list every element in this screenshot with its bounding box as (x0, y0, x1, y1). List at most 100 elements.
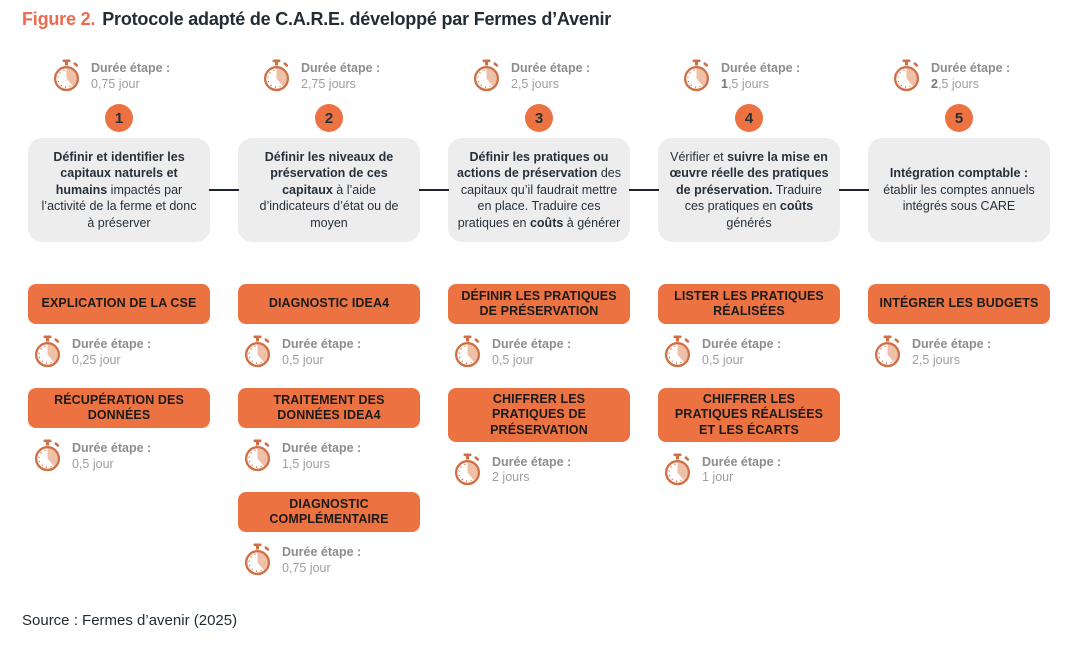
stopwatch-icon (664, 335, 691, 368)
substep-duration-value: 0,5 jour (702, 352, 744, 367)
step-description: Définir et identifier les capitaux natur… (41, 149, 197, 230)
step-duration: Durée étape : 2,75 jours (238, 58, 420, 102)
substep-duration-label: Durée étape : (72, 337, 152, 351)
step-connector-3-4 (629, 189, 659, 191)
step-description-box: Définir et identifier les capitaux natur… (28, 138, 210, 242)
substep: TRAITEMENT DES DONNÉES IDEA4 Durée étape… (238, 388, 420, 478)
step-number: 3 (534, 109, 544, 127)
step-duration-value: 2,5 jours (931, 76, 979, 91)
stopwatch-icon (244, 335, 271, 368)
substeps: DÉFINIR LES PRATIQUES DE PRÉSERVATION Du… (448, 284, 630, 492)
stopwatch-icon (874, 335, 901, 368)
substep-title: INTÉGRER LES BUDGETS (879, 296, 1039, 311)
substep-duration-value: 0,75 jour (282, 560, 331, 575)
step-description-box: Définir les pratiques ou actions de prés… (448, 138, 630, 242)
substep-title: LISTER LES PRATIQUES RÉALISÉES (674, 288, 824, 318)
substep-duration: Durée étape : 2,5 jours (868, 334, 1050, 374)
stopwatch-icon (454, 453, 481, 485)
step-number: 5 (954, 109, 964, 127)
stopwatch-icon (34, 439, 61, 472)
substeps: EXPLICATION DE LA CSE Durée étape : 0,25… (28, 284, 210, 478)
substep-duration-value: 0,5 jour (492, 352, 534, 367)
substep-duration-label: Durée étape : (492, 337, 572, 351)
substep-duration: Durée étape : 0,25 jour (28, 334, 210, 374)
substep-duration: Durée étape : 1 jour (658, 452, 840, 492)
step-duration-label: Durée étape : (301, 61, 381, 75)
substep-duration-label: Durée étape : (492, 454, 572, 469)
substep-duration: Durée étape : 0,5 jour (238, 334, 420, 374)
substep-duration: Durée étape : 0,5 jour (448, 334, 630, 374)
step-duration: Durée étape : 2,5 jours (868, 58, 1050, 102)
substep-title: DIAGNOSTIC COMPLÉMENTAIRE (269, 496, 389, 526)
substep-title: DÉFINIR LES PRATIQUES DE PRÉSERVATION (461, 288, 617, 318)
step-duration-label: Durée étape : (91, 61, 171, 75)
step-column: Durée étape : 2,75 jours 2 Définir les n… (238, 58, 420, 596)
step-description: Définir les pratiques ou actions de prés… (457, 149, 621, 230)
substep-title-box: DIAGNOSTIC IDEA4 (238, 284, 420, 324)
step-number: 2 (324, 109, 334, 127)
stopwatch-icon (34, 335, 61, 368)
substep: DIAGNOSTIC IDEA4 Durée étape : 0,5 jour (238, 284, 420, 374)
substep-duration-value: 2,5 jours (912, 352, 960, 367)
source-note: Source : Fermes d’avenir (2025) (22, 612, 238, 629)
stopwatch-icon (683, 59, 710, 92)
substep-duration: Durée étape : 0,75 jour (238, 542, 420, 582)
stopwatch-icon (893, 59, 920, 92)
substep-duration-label: Durée étape : (702, 337, 782, 351)
step-number: 1 (114, 109, 124, 127)
substep-duration-label: Durée étape : (702, 454, 782, 469)
substep-title: DIAGNOSTIC IDEA4 (268, 296, 390, 311)
substep-title-box: DÉFINIR LES PRATIQUES DE PRÉSERVATION (448, 284, 630, 324)
step-connector-1-2 (209, 189, 239, 191)
substep-title-box: CHIFFRER LES PRATIQUES RÉALISÉES ET LES … (658, 388, 840, 442)
figure-title-text: Protocole adapté de C.A.R.E. développé p… (102, 9, 612, 29)
substep-title: CHIFFRER LES PRATIQUES RÉALISÉES ET LES … (674, 392, 824, 437)
substep-duration-value: 0,25 jour (72, 352, 121, 367)
step-column: Durée étape : 0,75 jour 1 Définir et ide… (28, 58, 210, 596)
step-duration-label: Durée étape : (721, 61, 801, 75)
stopwatch-icon (664, 453, 691, 485)
substep-title: RÉCUPÉRATION DES DONNÉES (54, 392, 184, 422)
substep-title-box: RÉCUPÉRATION DES DONNÉES (28, 388, 210, 428)
step-duration-value: 0,75 jour (91, 76, 140, 91)
step-duration-value: 1,5 jours (721, 76, 769, 91)
substep-duration-label: Durée étape : (72, 441, 152, 455)
substep-duration-value: 1,5 jours (282, 456, 330, 471)
step-description-box: Intégration comptable : établir les comp… (868, 138, 1050, 242)
substep-duration: Durée étape : 2 jours (448, 452, 630, 492)
substep-title-box: TRAITEMENT DES DONNÉES IDEA4 (238, 388, 420, 428)
substep-duration: Durée étape : 1,5 jours (238, 438, 420, 478)
step-number-badge: 5 (945, 104, 973, 132)
step-description: Intégration comptable : établir les comp… (883, 166, 1035, 214)
figure-label: Figure 2. (22, 9, 96, 29)
substep: DIAGNOSTIC COMPLÉMENTAIRE Durée étape : … (238, 492, 420, 582)
step-number-badge: 4 (735, 104, 763, 132)
step-duration-label: Durée étape : (511, 61, 591, 75)
substep-duration-value: 0,5 jour (72, 456, 114, 471)
substep-duration-value: 2 jours (492, 470, 530, 485)
stopwatch-icon (244, 439, 271, 472)
step-duration: Durée étape : 0,75 jour (28, 58, 210, 102)
substep: INTÉGRER LES BUDGETS Durée étape : 2,5 j… (868, 284, 1050, 374)
substep-duration-label: Durée étape : (912, 337, 992, 351)
substep-title-box: CHIFFRER LES PRATIQUES DE PRÉSERVATION (448, 388, 630, 442)
substep-duration-value: 1 jour (702, 470, 734, 485)
substep: RÉCUPÉRATION DES DONNÉES Durée étape : 0… (28, 388, 210, 478)
step-duration: Durée étape : 1,5 jours (658, 58, 840, 102)
step-connector-4-5 (839, 189, 869, 191)
substep-title: EXPLICATION DE LA CSE (41, 296, 197, 311)
step-duration-value: 2,5 jours (511, 76, 559, 91)
substep: CHIFFRER LES PRATIQUES RÉALISÉES ET LES … (658, 388, 840, 492)
substep-title: TRAITEMENT DES DONNÉES IDEA4 (273, 392, 385, 422)
substep-duration-label: Durée étape : (282, 545, 362, 559)
step-number-badge: 2 (315, 104, 343, 132)
stopwatch-icon (53, 59, 80, 92)
step-number-badge: 3 (525, 104, 553, 132)
substep: LISTER LES PRATIQUES RÉALISÉES Durée éta… (658, 284, 840, 374)
substep: EXPLICATION DE LA CSE Durée étape : 0,25… (28, 284, 210, 374)
step-description: Définir les niveaux de préservation de c… (259, 149, 399, 230)
step-connector-2-3 (419, 189, 449, 191)
step-column: Durée étape : 1,5 jours 4 Vérifier et su… (658, 58, 840, 596)
substep-title: CHIFFRER LES PRATIQUES DE PRÉSERVATION (490, 392, 588, 437)
